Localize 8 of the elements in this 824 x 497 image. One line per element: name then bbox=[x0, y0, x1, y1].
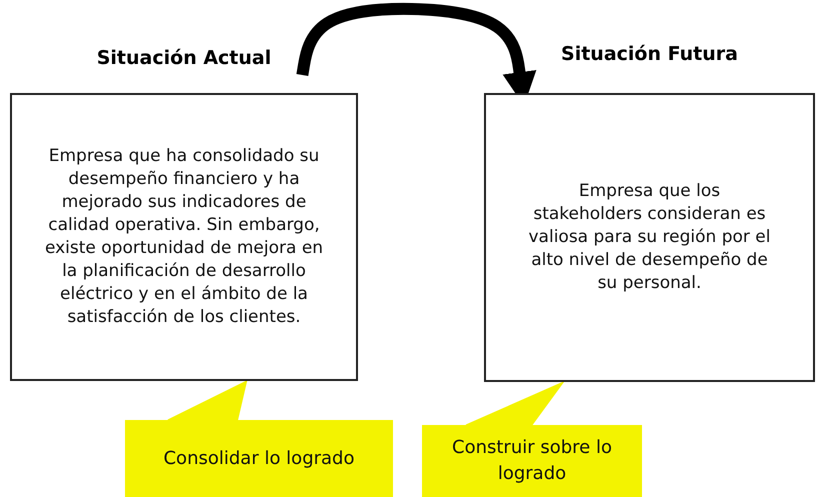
heading: Situación Actual bbox=[96, 47, 272, 69]
callout-pointer bbox=[167, 380, 248, 420]
heading: Situación Futura bbox=[560, 43, 739, 65]
description-text: Empresa que los stakeholders consideran es valiosa para su región por el alto nivel de desempeño de su personal. bbox=[528, 180, 772, 295]
description-text: Empresa que ha consolidado su desempeño financiero y ha mejorado sus indicadores de calidad operativa. Sin embargo, existe oportunidad de mejora en la planificación de desarrollo eléctrico y en el ámbito de la satisfacción de los clientes. bbox=[44, 145, 324, 329]
callout-pointer bbox=[466, 380, 565, 426]
callout-text: Consolidar lo logrado bbox=[162, 446, 356, 470]
callout-text: Construir sobre lo logrado bbox=[451, 436, 613, 486]
